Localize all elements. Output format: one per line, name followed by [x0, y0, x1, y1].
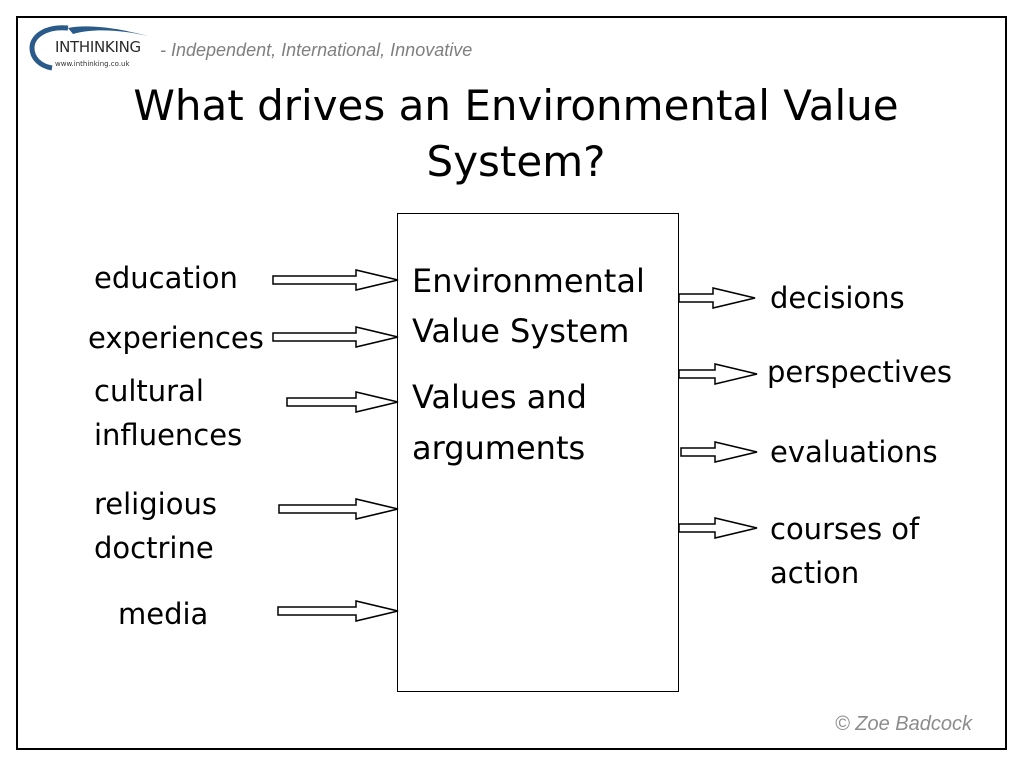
copyright: © Zoe Badcock [834, 713, 972, 735]
arrow-media [277, 600, 399, 622]
output-label-decisions: decisions [770, 281, 905, 315]
slide-frame [16, 16, 1007, 750]
arrow-courses-of-action [678, 517, 758, 539]
arrow-experiences [272, 326, 399, 348]
slide-title: What drives an Environmental Value Syste… [133, 81, 899, 186]
evs-box [397, 213, 679, 692]
arrow-perspectives [678, 363, 758, 385]
arrow-cultural-influences [286, 391, 399, 413]
arrow-religious-doctrine [278, 498, 399, 520]
box-heading-line1: Environmental [412, 262, 645, 300]
arrow-evaluations [680, 441, 758, 463]
logo-wordmark: INTHINKING [55, 38, 141, 56]
logo-url: www.inthinking.co.uk [55, 60, 130, 68]
output-label-courses-of: courses of [770, 512, 920, 546]
box-sub-line2: arguments [412, 429, 586, 467]
input-label-cultural: cultural [94, 374, 204, 408]
input-label-experiences: experiences [88, 321, 264, 355]
box-sub-line1: Values and [412, 378, 587, 416]
input-label-media: media [118, 597, 209, 631]
arrow-decisions [678, 287, 756, 309]
inthinking-logo [29, 25, 148, 71]
input-label-education: education [94, 261, 238, 295]
tagline: - Independent, International, Innovative [160, 40, 473, 60]
arrow-education [272, 269, 399, 291]
output-label-perspectives: perspectives [767, 355, 953, 389]
input-label-influences: influences [94, 418, 243, 452]
input-label-doctrine: doctrine [94, 531, 214, 565]
output-label-evaluations: evaluations [770, 435, 938, 469]
output-label-action: action [770, 556, 860, 590]
box-heading-line2: Value System [412, 312, 630, 350]
input-label-religious: religious [94, 487, 217, 521]
